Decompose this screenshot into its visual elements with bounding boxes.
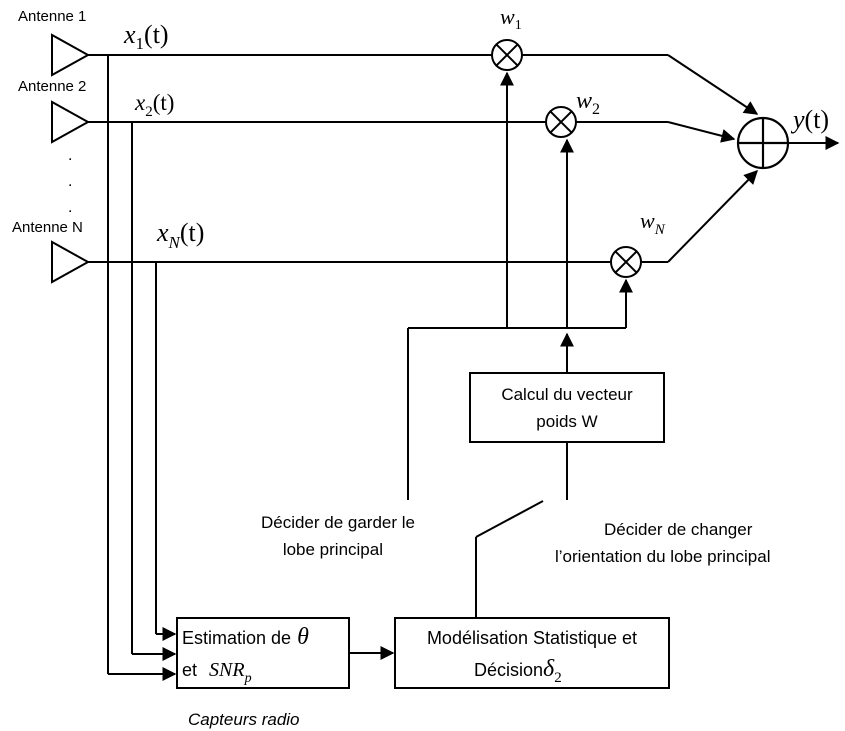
caption: Capteurs radio bbox=[188, 710, 300, 729]
signal-n-to-sum bbox=[667, 169, 758, 263]
antenna-2-label: Antenne 2 bbox=[18, 78, 86, 95]
weight-label-1: w1 bbox=[500, 4, 522, 33]
multiplier-n bbox=[610, 246, 642, 278]
keep-lobe-label-line1: Décider de garder le bbox=[261, 513, 415, 532]
weight-label-2: w2 bbox=[576, 88, 600, 118]
signal-2-to-sum bbox=[667, 121, 736, 143]
multiplier-2 bbox=[545, 106, 577, 138]
weight-label-n: wN bbox=[640, 208, 666, 238]
weight-calc-line2: poids W bbox=[536, 412, 597, 431]
signal-1-to-sum bbox=[667, 54, 759, 115]
signal-label-n: xN(t) bbox=[156, 218, 204, 252]
antenna-n-symbol bbox=[51, 240, 91, 284]
antenna-n-label: Antenne N bbox=[12, 219, 83, 236]
decision-line2: Décisionδ2 bbox=[474, 656, 562, 686]
change-lobe-label-line2: l’orientation du lobe principal bbox=[555, 547, 770, 566]
multiplier-1 bbox=[491, 39, 523, 71]
antenna-2-symbol bbox=[51, 100, 91, 144]
weight-calc-line1: Calcul du vecteur bbox=[501, 385, 633, 404]
antenna-1-label: Antenne 1 bbox=[18, 8, 86, 25]
switch-blade bbox=[475, 500, 544, 538]
weight-calc-block bbox=[469, 372, 665, 443]
ellipsis-dot: . bbox=[68, 147, 72, 164]
antenna-1-symbol bbox=[51, 33, 91, 77]
output-label: y(t) bbox=[790, 105, 829, 134]
summation-node bbox=[736, 116, 790, 170]
signal-label-2: x2(t) bbox=[134, 90, 174, 120]
signal-label-1: x1(t) bbox=[123, 20, 169, 53]
change-lobe-label-line1: Décider de changer bbox=[604, 520, 753, 539]
ellipsis-dot: . bbox=[68, 173, 72, 190]
keep-lobe-label-line2: lobe principal bbox=[283, 540, 383, 559]
decision-block bbox=[394, 617, 670, 689]
decision-line1: Modélisation Statistique et bbox=[427, 628, 637, 648]
ellipsis-dot: . bbox=[68, 199, 72, 216]
